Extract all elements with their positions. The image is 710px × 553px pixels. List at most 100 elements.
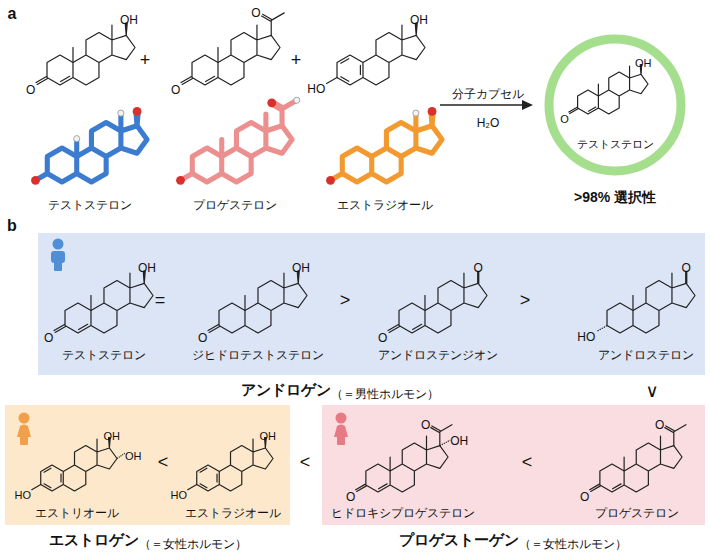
model-skeleton [47, 114, 147, 182]
icon-legs [54, 260, 62, 271]
methyl-bond [90, 296, 91, 311]
text-holder: O [474, 258, 483, 276]
text-holder: < [522, 452, 533, 473]
double-bond [79, 324, 88, 329]
hydrogen-atom [118, 110, 124, 116]
text-holder: OH [260, 426, 277, 444]
compound-name: ヒドロキシプロゲステロン [331, 507, 475, 521]
female-icon [17, 413, 31, 446]
icon-head [19, 413, 30, 424]
model-bond [219, 140, 224, 157]
steroid-skeleton [366, 436, 448, 492]
ring-outline [544, 34, 686, 176]
product-structure [569, 65, 648, 114]
dihydrotestosterone-structure [208, 271, 307, 333]
text-holder: b [7, 217, 17, 235]
group-heading: アンドロゲン [241, 381, 331, 398]
testosterone-structure [36, 23, 135, 85]
estriol-structure [32, 438, 125, 491]
steroid-skeleton [197, 439, 273, 491]
text-holder: O [44, 328, 53, 346]
text-holder: OH [125, 446, 142, 464]
methyl-bond [72, 48, 73, 63]
text-holder: > [520, 290, 531, 311]
text-holder: O [580, 487, 589, 505]
oxygen-atom [133, 107, 142, 116]
group-subheading: （＝女性ホルモン） [519, 538, 627, 552]
text-holder: OH [410, 10, 428, 28]
text-holder: O [198, 328, 207, 346]
oxygen-atom [428, 107, 437, 116]
compound-name: テストステロン [62, 349, 146, 363]
hydroxy-bond [327, 78, 337, 84]
plus-sign: + [140, 50, 151, 71]
text-holder: エストラジオール [185, 503, 281, 521]
methyl-bond [244, 296, 245, 311]
double-bond [413, 324, 422, 329]
comparison-symbol: > [520, 290, 531, 311]
text-holder: OH [138, 258, 156, 276]
testosterone-structure [54, 271, 153, 333]
hydrogen-atom [74, 136, 80, 142]
icon-head [53, 239, 64, 250]
atom-label: OH [260, 430, 277, 443]
atom-label: OH [635, 57, 652, 70]
text-holder: OH [104, 426, 121, 444]
group-subheading: （＝男性ホルモン） [331, 388, 439, 402]
atom-label: OH [125, 450, 142, 463]
steroid-skeleton [219, 273, 307, 333]
female-icon [334, 413, 348, 446]
atom-label: HO [171, 489, 188, 502]
compound-name: プロゲステロン [193, 199, 277, 213]
text-holder: O [560, 109, 569, 127]
acetyl-group [665, 425, 686, 446]
methyl-bond [390, 457, 391, 471]
atom-label: O [560, 113, 569, 126]
hydrogen-atom [413, 110, 419, 116]
hydrogen-atom [294, 97, 300, 103]
text-holder: + [140, 50, 151, 71]
carbonyl-bond [36, 77, 47, 85]
atom-label: HO [307, 83, 325, 97]
text-holder: プロゲステロン [595, 503, 679, 521]
atom-label: OH [138, 262, 156, 276]
steroid-skeleton [192, 25, 280, 85]
atom-label: O [251, 7, 260, 21]
capsule-ring [549, 39, 681, 171]
panel-letter: a [8, 5, 17, 23]
carbonyl-bond [590, 484, 601, 491]
comparison-symbol: > [340, 290, 351, 311]
atom-label: O [26, 84, 35, 98]
double-bond [206, 76, 215, 81]
acetyl-group [431, 425, 452, 446]
carbonyl-bond [208, 325, 219, 333]
text-holder: a [8, 5, 17, 23]
hashed-bond [440, 440, 450, 445]
text-holder: OH [120, 10, 138, 28]
atom-label: O [171, 84, 180, 98]
group-heading: プロゲストーゲン [399, 531, 519, 548]
hydroxy-bond [32, 485, 41, 490]
text-holder: OH [635, 53, 652, 71]
steroid-skeleton [41, 439, 117, 491]
text-holder: O [421, 415, 430, 433]
aromatic-bonds [44, 468, 61, 488]
text-holder: アンドロステロン [598, 345, 694, 363]
comparison-symbol: < [522, 452, 533, 473]
estradiol-structure [327, 23, 425, 85]
text-holder: O [378, 328, 387, 346]
icon-head [336, 413, 347, 424]
text-holder: エストラジオール [337, 195, 433, 213]
compound-name: アンドロステロン [598, 349, 694, 363]
estradiol-structure [188, 438, 273, 491]
text-holder: OH [292, 258, 310, 276]
estrogen-band: エストロゲン（＝女性ホルモン）エストリオールエストラジオール [5, 405, 290, 525]
atom-label: O [346, 491, 355, 505]
text-holder: OH [450, 431, 468, 449]
hashed-bond [117, 453, 125, 458]
double-bond [613, 484, 621, 489]
text-holder: テストステロン [62, 345, 146, 363]
steroid-skeleton [47, 25, 135, 85]
atom-label: OH [120, 14, 138, 28]
